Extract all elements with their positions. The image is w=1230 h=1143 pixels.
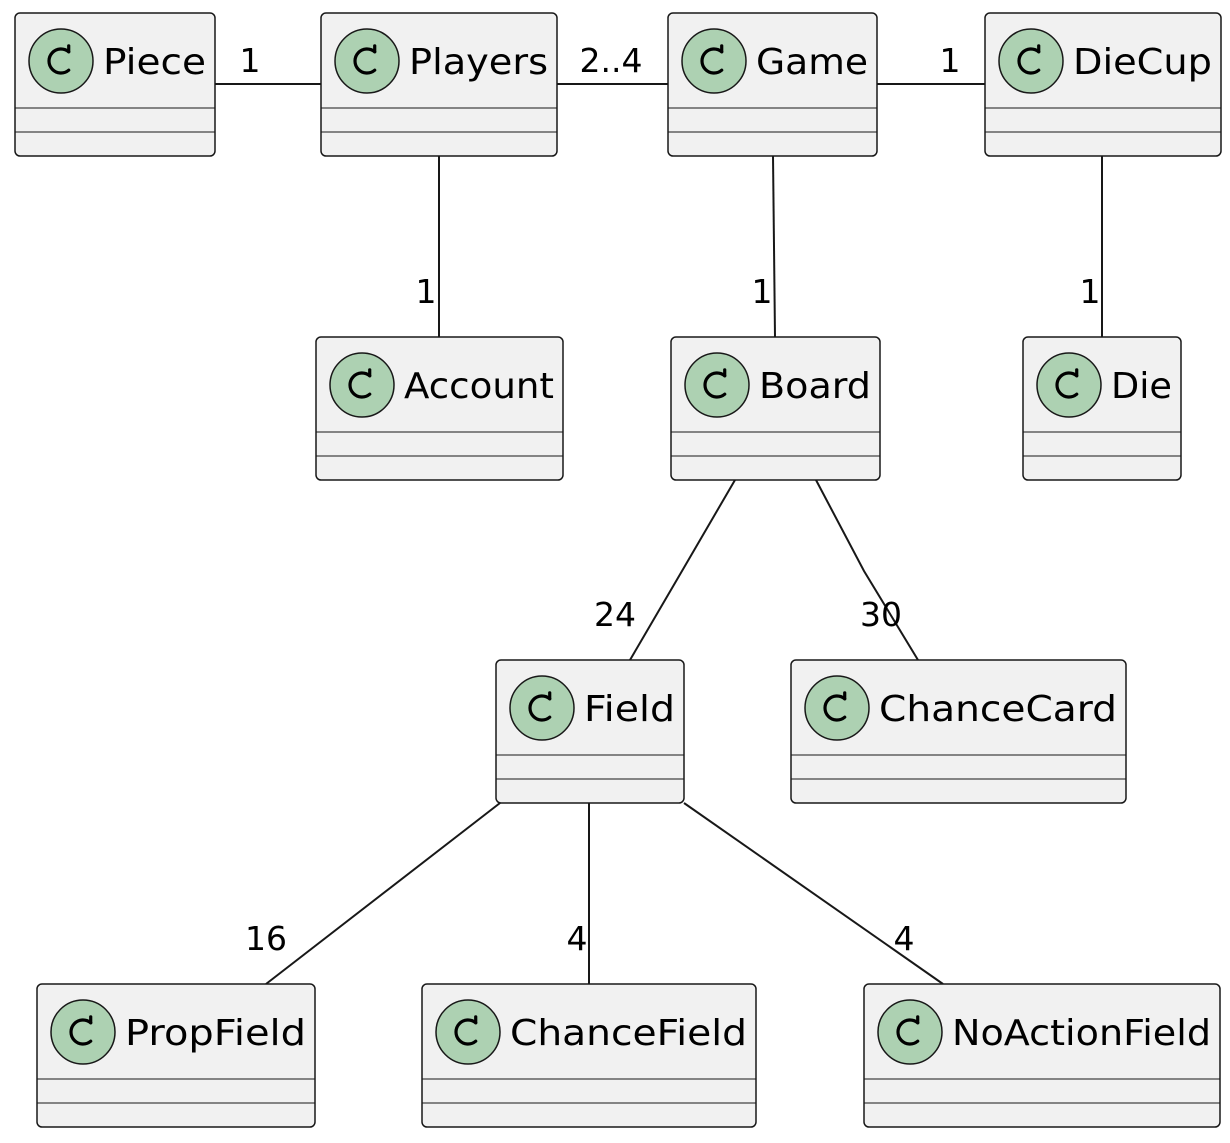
class-stereotype-icon: [509, 675, 575, 741]
class-box-chancecard: [790, 659, 1127, 804]
association-line-board-chancecard: [815, 479, 919, 661]
class-name-die: Die: [1111, 366, 1172, 407]
class-name-board: Board: [759, 366, 871, 407]
class-box-noactionfield: [863, 983, 1221, 1128]
association-line-field-noactionfield: [683, 802, 944, 985]
class-stereotype-icon: [50, 999, 116, 1065]
class-field[interactable]: Field: [495, 659, 685, 804]
class-stereotype-icon: [1036, 352, 1102, 418]
class-game[interactable]: Game: [667, 12, 878, 157]
class-name-chancefield: ChanceField: [510, 1013, 747, 1054]
multiplicity-label-players-account: 1: [416, 272, 437, 311]
class-board[interactable]: Board: [670, 336, 881, 481]
multiplicity-label-players-piece: 1: [240, 41, 261, 80]
class-chancecard[interactable]: ChanceCard: [790, 659, 1127, 804]
multiplicity-label-field-noactionfield: 4: [894, 919, 915, 958]
association-line-field-propfield: [265, 802, 501, 985]
class-noactionfield[interactable]: NoActionField: [863, 983, 1221, 1128]
class-players[interactable]: Players: [320, 12, 558, 157]
multiplicity-label-field-propfield: 16: [245, 919, 287, 958]
associations-layer: [215, 83, 1103, 985]
class-piece[interactable]: Piece: [14, 12, 216, 157]
class-stereotype-icon: [435, 999, 501, 1065]
class-chancefield[interactable]: ChanceField: [421, 983, 757, 1128]
class-die[interactable]: Die: [1022, 336, 1182, 481]
class-name-diecup: DieCup: [1073, 42, 1212, 83]
class-name-field: Field: [584, 689, 675, 730]
multiplicity-label-game-board: 1: [752, 272, 773, 311]
class-stereotype-icon: [998, 28, 1064, 94]
class-name-noactionfield: NoActionField: [952, 1013, 1211, 1054]
class-stereotype-icon: [681, 28, 747, 94]
multiplicity-labels-layer: 1 2..4 1 1 1 1 24 30 16 4 4: [240, 41, 1101, 958]
association-line-board-field: [629, 479, 736, 661]
class-diecup[interactable]: DieCup: [984, 12, 1222, 157]
class-name-piece: Piece: [103, 42, 206, 83]
class-stereotype-icon: [329, 352, 395, 418]
multiplicity-label-diecup-die: 1: [1080, 272, 1101, 311]
class-name-propfield: PropField: [125, 1013, 306, 1054]
class-stereotype-icon: [684, 352, 750, 418]
class-stereotype-icon: [28, 28, 94, 94]
class-stereotype-icon: [334, 28, 400, 94]
multiplicity-label-game-players: 2..4: [580, 41, 643, 80]
multiplicity-label-board-field: 24: [594, 595, 636, 634]
class-account[interactable]: Account: [315, 336, 564, 481]
class-propfield[interactable]: PropField: [36, 983, 316, 1128]
class-stereotype-icon: [877, 999, 943, 1065]
class-name-chancecard: ChanceCard: [879, 689, 1117, 730]
multiplicity-label-board-chancecard: 30: [860, 595, 902, 634]
class-stereotype-icon: [804, 675, 870, 741]
association-line-game-board: [772, 155, 776, 338]
class-name-players: Players: [409, 42, 548, 83]
class-name-game: Game: [756, 42, 868, 83]
multiplicity-label-game-diecup: 1: [940, 41, 961, 80]
class-name-account: Account: [404, 366, 554, 407]
multiplicity-label-field-chancefield: 4: [567, 919, 588, 958]
class-box-chancefield: [421, 983, 757, 1128]
